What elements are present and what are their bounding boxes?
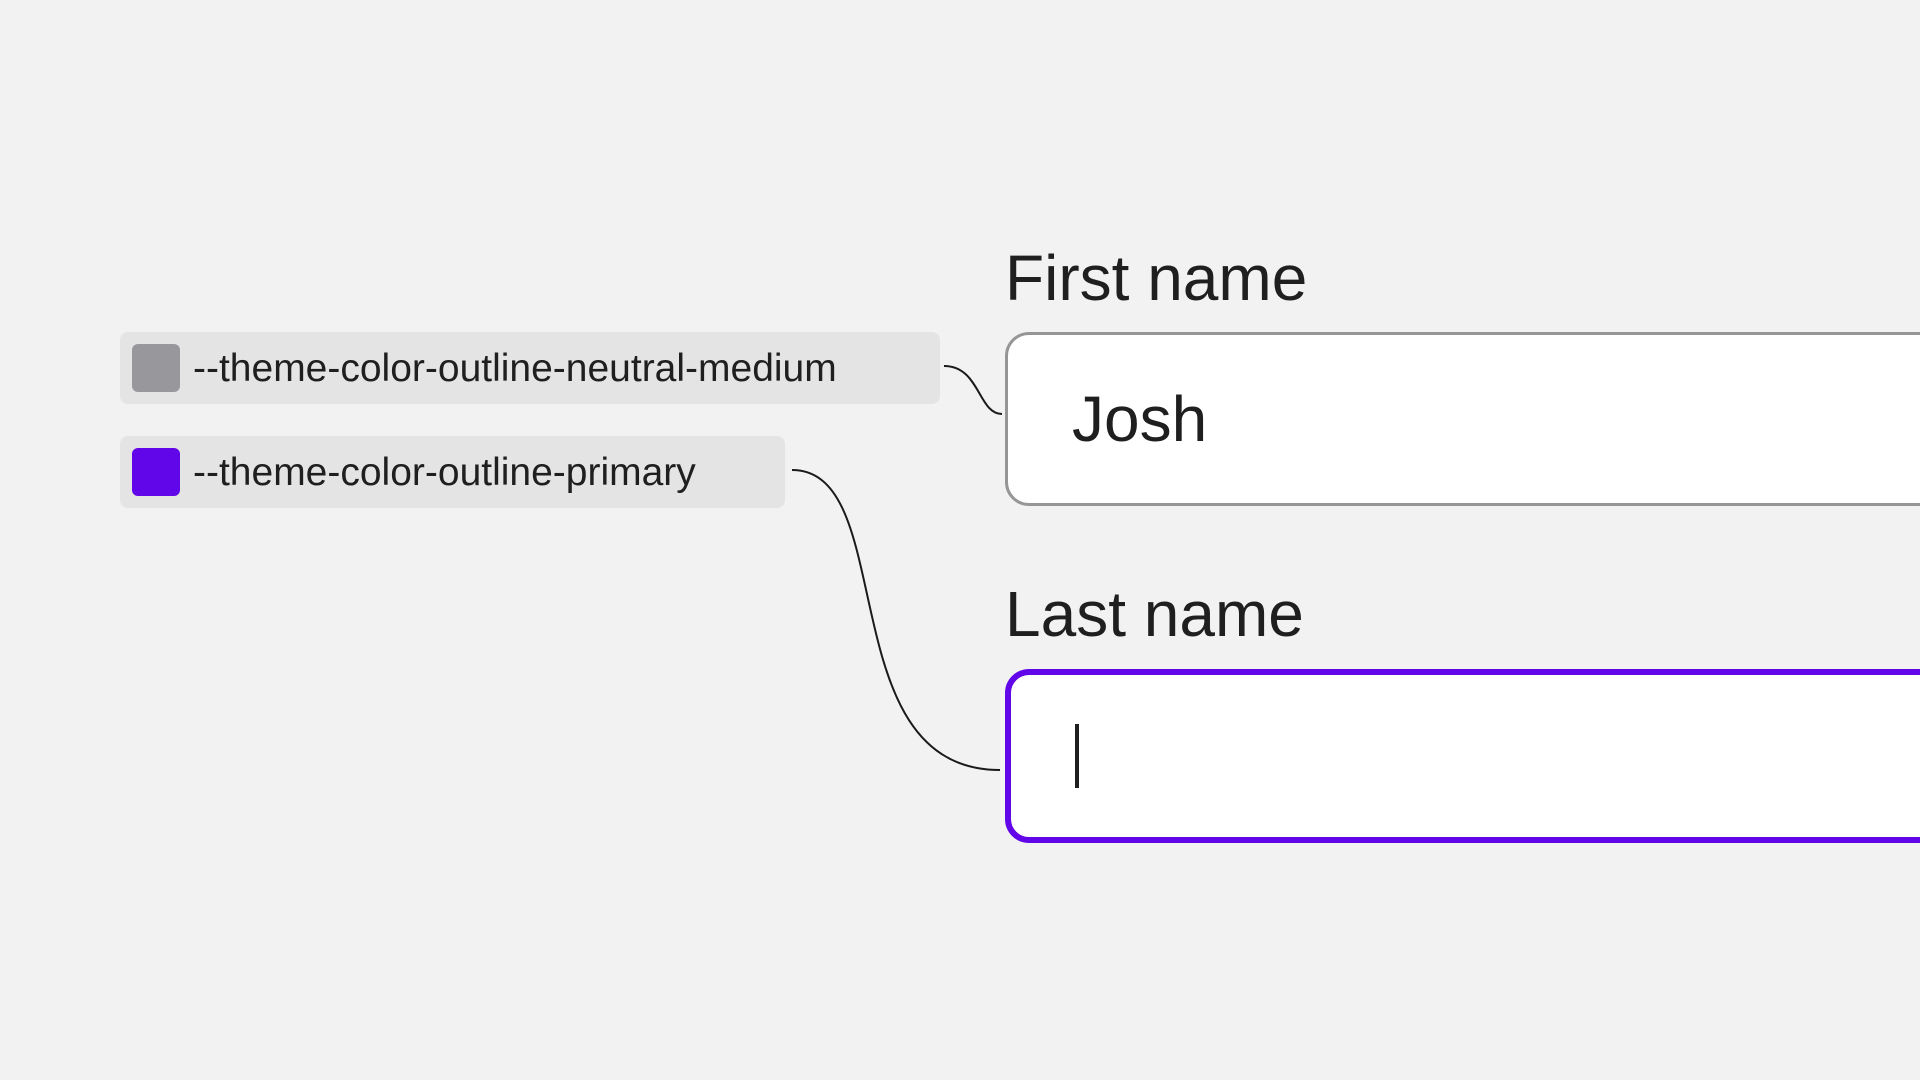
token-chip-outline-neutral-medium: --theme-color-outline-neutral-medium <box>120 332 940 404</box>
first-name-label: First name <box>1005 242 1308 314</box>
token-name-label: --theme-color-outline-primary <box>193 450 696 494</box>
color-swatch-neutral-medium <box>132 344 180 392</box>
token-name-label: --theme-color-outline-neutral-medium <box>193 346 837 390</box>
connector-neutral-to-first-name <box>943 365 1003 415</box>
first-name-value: Josh <box>1072 383 1208 455</box>
first-name-input[interactable]: Josh <box>1005 332 1920 506</box>
color-swatch-primary <box>132 448 180 496</box>
token-chip-outline-primary: --theme-color-outline-primary <box>120 436 785 508</box>
last-name-input[interactable] <box>1005 669 1920 843</box>
text-caret <box>1075 724 1079 788</box>
last-name-label: Last name <box>1005 578 1304 650</box>
connector-primary-to-last-name <box>791 469 1001 771</box>
